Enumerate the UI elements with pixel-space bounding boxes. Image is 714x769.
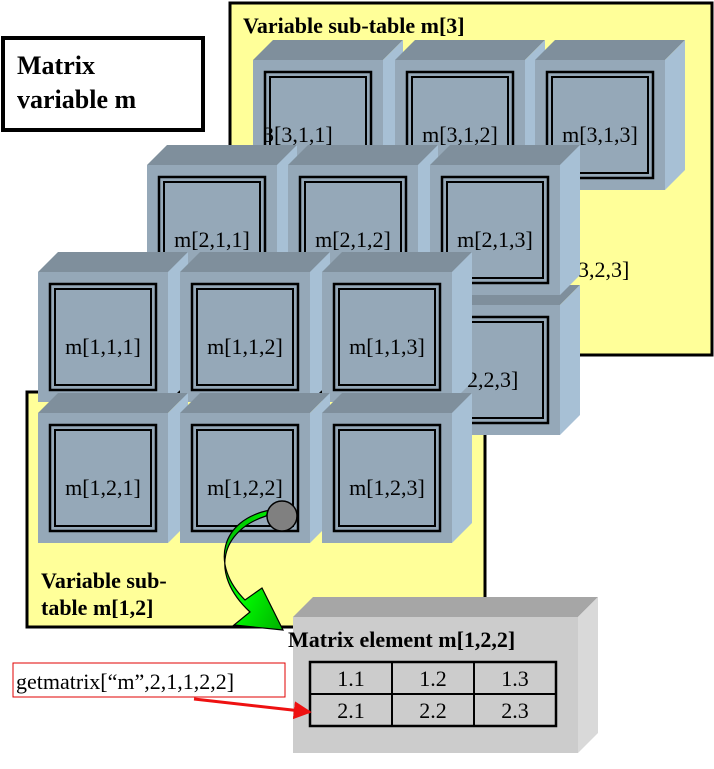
element-cell-value: 1.3 <box>501 666 529 691</box>
element-cell <box>473 693 557 727</box>
cube-label-m312: m[3,1,2] <box>422 122 498 147</box>
matrix-title-line2: variable m <box>17 85 136 114</box>
subtable-12-line2: table m[1,2] <box>41 595 153 620</box>
cube-label-m323: 3,2,3] <box>578 257 629 282</box>
element-cell-value: 2.2 <box>419 698 447 723</box>
cube-label-m112: m[1,1,2] <box>207 334 283 359</box>
element-cell-value: 1.1 <box>337 666 365 691</box>
matrix-element-table: 1.1 1.2 1.3 2.1 2.2 2.3 <box>308 660 558 728</box>
matrix-element-title: Matrix element m[1,2,2] <box>288 627 515 652</box>
matrix-title-line1: Matrix <box>17 51 95 80</box>
cube-label-m311: 3[3,1,1] <box>263 122 333 147</box>
matrix-title-box: Matrix variable m <box>1 36 205 132</box>
cube-label-m121: m[1,2,1] <box>65 475 141 500</box>
cube-label-m313: m[3,1,3] <box>562 122 638 147</box>
cube-label-m212: m[2,1,2] <box>315 227 391 252</box>
subtable-12-line1: Variable sub- <box>41 568 167 593</box>
cube-label-m113: m[1,1,3] <box>349 334 425 359</box>
cube-m121: m[1,2,1] <box>38 393 188 543</box>
element-cell-value: 1.2 <box>419 666 447 691</box>
subtable-3-label: Variable sub-table m[3] <box>243 13 465 38</box>
green-curved-arrow <box>223 509 285 631</box>
cube-label-m111: m[1,1,1] <box>65 334 141 359</box>
cube-label-m213: m[2,1,3] <box>457 227 533 252</box>
cube-label-m123: m[1,2,3] <box>349 475 425 500</box>
cube-label-m122: m[1,2,2] <box>207 475 283 500</box>
cube-m112: m[1,1,2] <box>180 252 330 402</box>
cube-label-m211: m[2,1,1] <box>174 227 250 252</box>
element-cell-value: 2.1 <box>337 698 365 723</box>
layer-1-cubes: m[1,1,1] m[1,1,2] m[1,1,3] m[1,2,1] m[1,2,2]… <box>38 252 472 543</box>
cube-m123: m[1,2,3] <box>322 393 472 543</box>
element-cell-value: 2.3 <box>501 698 529 723</box>
getmatrix-call-text: getmatrix[“m”,2,1,1,2,2] <box>16 669 234 694</box>
matrix-element-block: Matrix element m[1,2,2] 1.1 1.2 1.3 2.1 2.2 2… <box>288 597 598 753</box>
cube-m113: m[1,1,3] <box>322 252 472 402</box>
getmatrix-call: getmatrix[“m”,2,1,1,2,2] <box>12 662 286 698</box>
cube-label-m223: 2,2,3] <box>467 367 518 392</box>
cube-m111: m[1,1,1] <box>38 252 188 402</box>
cube-m213: m[2,1,3] <box>430 145 580 295</box>
red-pointer-arrow <box>193 697 312 720</box>
selection-dot <box>266 500 298 532</box>
